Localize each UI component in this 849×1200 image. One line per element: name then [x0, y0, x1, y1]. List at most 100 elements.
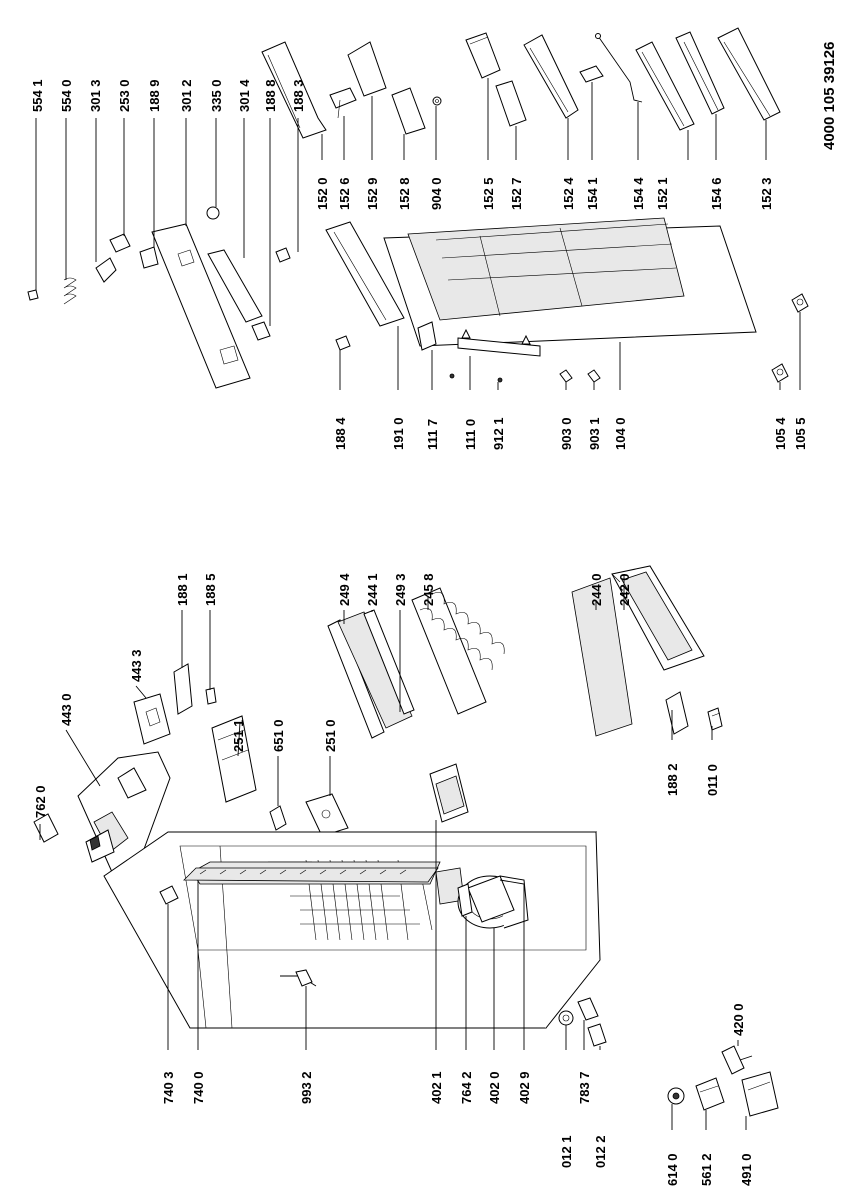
label-245-8: 245 8	[421, 573, 436, 606]
label-012-1: 012 1	[559, 1135, 574, 1168]
label-152-7: 152 7	[509, 177, 524, 210]
label-244-0: 244 0	[589, 573, 604, 606]
label-402-9: 402 9	[517, 1071, 532, 1104]
label-402-1: 402 1	[429, 1071, 444, 1104]
label-152-6: 152 6	[337, 177, 352, 210]
knob-335-0	[206, 206, 220, 220]
bracket-111-7	[417, 321, 437, 351]
rail-154-6	[675, 31, 725, 115]
label-188-1: 188 1	[175, 573, 190, 606]
screw-554-1	[27, 289, 39, 301]
label-491-0: 491 0	[739, 1153, 754, 1186]
lamp-cover-443-3	[133, 693, 171, 745]
label-188-9: 188 9	[147, 79, 162, 112]
label-242-0: 242 0	[617, 573, 632, 606]
part-105-5	[791, 293, 809, 313]
thermostat-group-443-0	[77, 751, 171, 873]
part-105-4	[771, 363, 789, 383]
bracket-011-0	[707, 707, 723, 731]
label-762-0: 762 0	[33, 785, 48, 818]
label-152-9: 152 9	[365, 177, 380, 210]
capacitor-420-0	[721, 1045, 753, 1075]
label-188-2: 188 2	[665, 763, 680, 796]
label-764-2: 764 2	[459, 1071, 474, 1104]
overload-614-0	[667, 1087, 685, 1105]
relay-561-2	[695, 1077, 725, 1111]
drain-pipe-993-2	[280, 969, 317, 987]
clip-903-1	[587, 369, 601, 383]
hinge-188-1	[173, 663, 193, 715]
label-244-1: 244 1	[365, 573, 380, 606]
label-651-0: 651 0	[271, 719, 286, 752]
label-614-0: 614 0	[665, 1153, 680, 1186]
door-rack-152-3	[717, 27, 781, 121]
label-904-0: 904 0	[429, 177, 444, 210]
label-783-7: 783 7	[577, 1071, 592, 1104]
screw-912-1	[449, 373, 503, 383]
label-152-5: 152 5	[481, 177, 496, 210]
label-191-0: 191 0	[391, 417, 406, 450]
clip-903-0	[559, 369, 573, 383]
label-554-1: 554 1	[30, 79, 45, 112]
cover-251-0	[305, 793, 349, 837]
shelf-trim-249-3	[363, 609, 415, 715]
control-panel-301-2	[151, 223, 251, 389]
label-111-0: 111 0	[463, 419, 478, 450]
label-740-3: 740 3	[161, 1071, 176, 1104]
door-rack-152-0	[261, 41, 327, 139]
label-251-0: 251 0	[323, 719, 338, 752]
hinge-bar-111-0	[457, 328, 541, 357]
label-105-5: 105 5	[793, 417, 808, 450]
clip-188-8	[251, 321, 271, 341]
label-111-7: 111 7	[425, 419, 440, 450]
cover-491-0	[741, 1071, 779, 1117]
label-011-0: 011 0	[705, 764, 720, 796]
door-104-0	[383, 217, 757, 347]
relay-402-1	[429, 763, 469, 823]
label-188-8: 188 8	[263, 79, 278, 112]
door-rack-152-4	[523, 34, 579, 119]
label-152-3: 152 3	[759, 177, 774, 210]
box-152-5	[465, 32, 501, 79]
door-rack-152-1	[635, 41, 695, 131]
label-188-3: 188 3	[291, 79, 306, 112]
label-253-0: 253 0	[117, 79, 132, 112]
glass-cover-244-0	[571, 577, 633, 737]
bracket-402-9	[467, 875, 515, 923]
knob-904-0	[432, 96, 442, 106]
label-301-4: 301 4	[237, 79, 252, 112]
sleeve-012-2	[587, 1023, 607, 1047]
label-154-6: 154 6	[709, 177, 724, 210]
label-443-0: 443 0	[59, 693, 74, 726]
label-249-4: 249 4	[337, 573, 352, 606]
leader-lines	[35, 78, 801, 1130]
label-249-3: 249 3	[393, 573, 408, 606]
label-561-2: 561 2	[699, 1153, 714, 1186]
label-301-3: 301 3	[88, 79, 103, 112]
label-903-1: 903 1	[587, 417, 602, 450]
foam-block-762-0	[33, 813, 59, 843]
bracket-253-0	[109, 233, 131, 253]
door-tray-152-9	[347, 41, 387, 97]
drier-764-2	[457, 883, 473, 917]
door-tray-152-8	[391, 87, 426, 135]
label-154-1: 154 1	[585, 177, 600, 210]
label-152-1: 152 1	[655, 177, 670, 210]
label-554-0: 554 0	[59, 79, 74, 112]
rack-bracket-152-6	[329, 87, 357, 119]
hinge-188-2	[665, 691, 689, 735]
pin-188-5	[205, 687, 217, 705]
label-188-4: 188 4	[333, 417, 348, 450]
plug-188-3	[275, 247, 291, 263]
label-152-0: 152 0	[315, 177, 330, 210]
label-012-2: 012 2	[593, 1135, 608, 1168]
bottle-rack-245-8	[411, 587, 505, 715]
spring-554-0	[63, 277, 77, 305]
clip-154-1	[579, 65, 604, 83]
grommet-783-7	[577, 997, 599, 1021]
label-152-8: 152 8	[397, 177, 412, 210]
label-154-4: 154 4	[631, 177, 646, 210]
clip-740-3	[159, 885, 179, 905]
label-251-1: 251 1	[231, 719, 246, 752]
